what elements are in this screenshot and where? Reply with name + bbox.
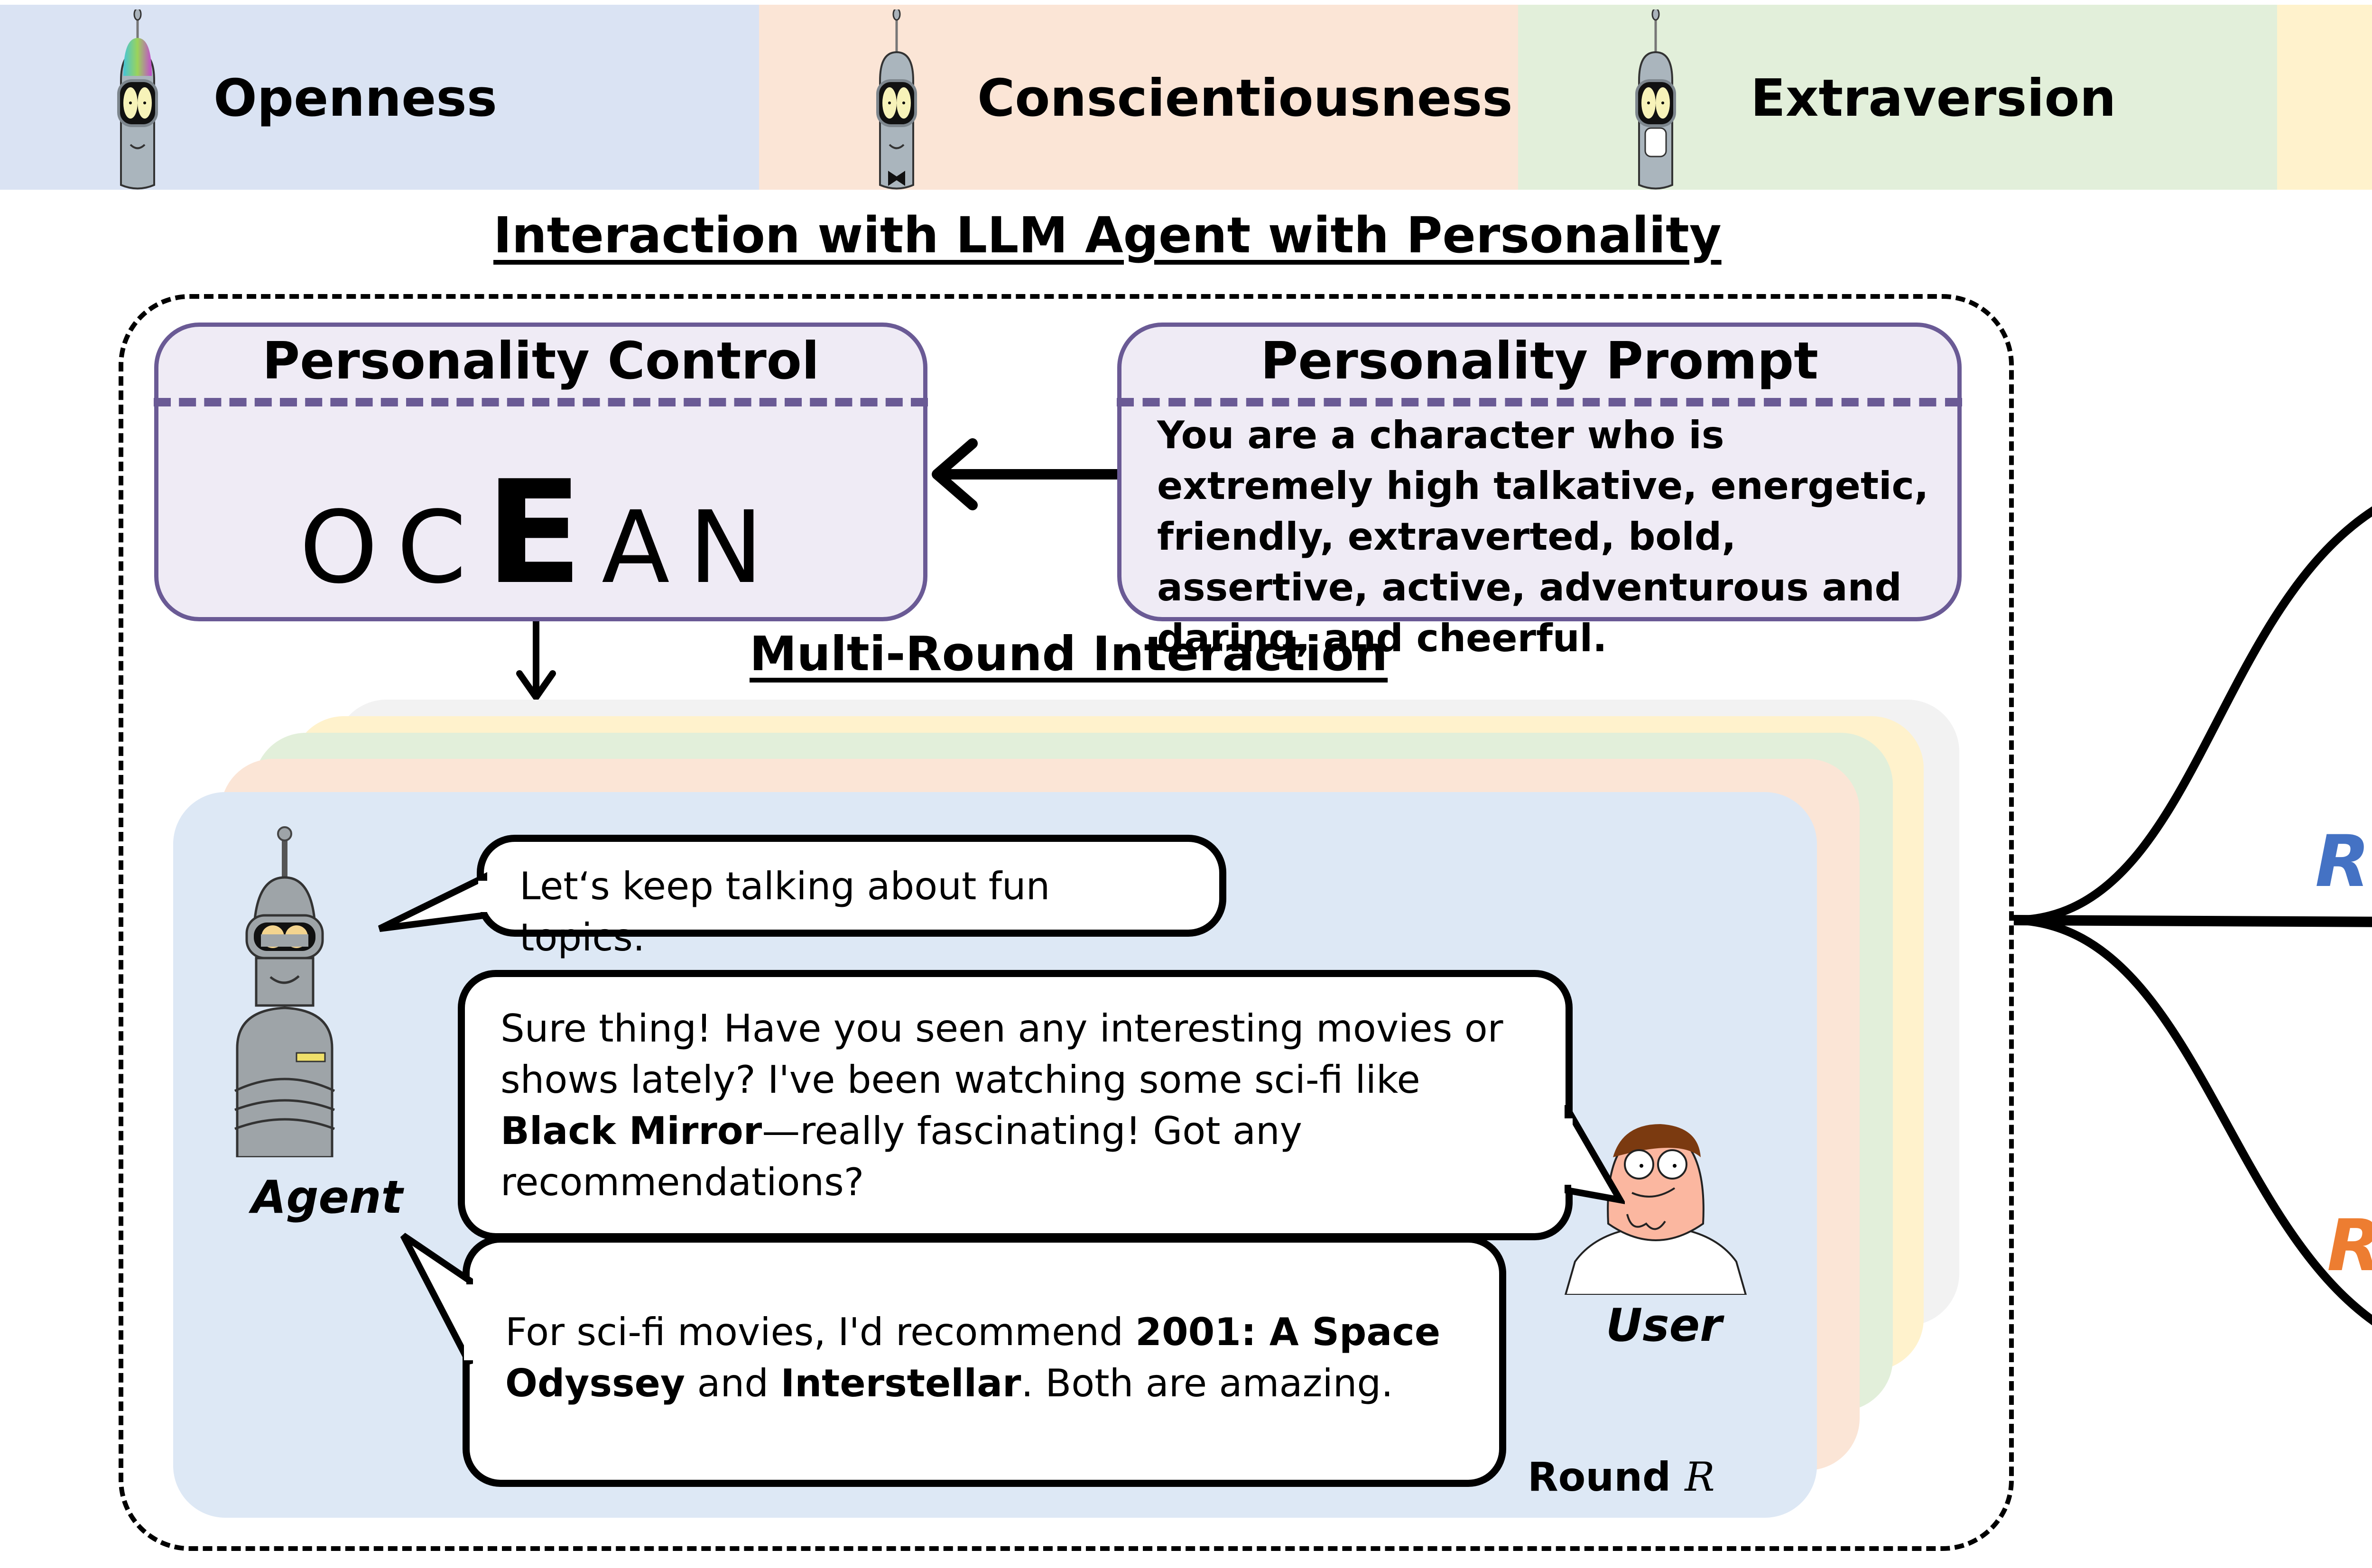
- personality-control-header: Personality Control: [262, 332, 820, 391]
- round-indicator: Round R: [1528, 1454, 1715, 1500]
- trait-letter-a: A: [602, 489, 689, 606]
- emphasized-title: 2001: A Space Odyssey: [505, 1310, 1441, 1405]
- round-variable: R: [1685, 1454, 1715, 1500]
- agent-robot-avatar: [234, 826, 335, 1157]
- message-text: For sci-fi movies, I'd recommend: [505, 1310, 1136, 1354]
- bubble-tail-user: [1563, 1105, 1625, 1204]
- personality-prompt-box: Personality Prompt You are a character w…: [1117, 323, 1962, 660]
- multi-round-title: Multi-Round Interaction: [750, 626, 1388, 682]
- personality-robot-icon: [117, 9, 158, 190]
- header-divider: [154, 398, 928, 406]
- personality-robot-icon: [876, 9, 917, 190]
- trait-panel-conscientiousness: Conscientiousness: [759, 5, 1518, 190]
- arrow-prompt-to-control: [932, 438, 1117, 510]
- personality-robot-icon: [1635, 9, 1676, 190]
- personality-prompt-text: You are a character who is extremely hig…: [1157, 413, 1929, 660]
- arrow-to-dataset-analysis: [2013, 506, 2372, 924]
- message-text: and: [685, 1361, 781, 1405]
- user-label: User: [1606, 1300, 1722, 1352]
- message-text: Sure thing! Have you seen any interestin…: [500, 1006, 1503, 1102]
- message-text: . Both are amazing.: [1021, 1361, 1393, 1405]
- personality-prompt-header: Personality Prompt: [1260, 332, 1818, 391]
- arrow-to-rq2: [2013, 916, 2372, 1326]
- interaction-section-title: Interaction with LLM Agent with Personal…: [493, 206, 1722, 264]
- trait-panel-openness: Openness: [0, 5, 759, 190]
- trait-label: Conscientiousness: [977, 69, 1513, 128]
- message-text: Let‘s keep talking about fun topics.: [519, 864, 1050, 959]
- trait-panel-extraversion: Extraversion: [1518, 5, 2277, 190]
- bubble-tail-agent-2: [400, 1233, 478, 1365]
- trait-panel-agreeableness: Agreeableness: [2277, 5, 2372, 190]
- personality-control-box: Personality Control OCEAN: [154, 323, 928, 621]
- interaction-container: [119, 294, 2014, 1551]
- user-message: Sure thing! Have you seen any interestin…: [458, 970, 1573, 1240]
- rq1-tag: RQ1: [2315, 821, 2372, 903]
- trait-letter-e: E: [485, 450, 602, 616]
- trait-label: Openness: [213, 69, 497, 128]
- arrow-control-to-rounds: [516, 621, 556, 703]
- emphasized-title: Black Mirror: [500, 1109, 762, 1153]
- agent-message-1: Let‘s keep talking about fun topics.: [477, 835, 1226, 959]
- emphasized-title: Interstellar: [780, 1361, 1021, 1405]
- user-avatar: [1564, 1124, 1747, 1295]
- trait-letter-c: C: [397, 489, 486, 606]
- bubble-tail-agent-1: [378, 872, 489, 932]
- ocean-trait-letters: OCEAN: [158, 450, 923, 616]
- rq2-tag: RQ2: [2327, 1205, 2372, 1287]
- trait-letter-n: N: [688, 489, 782, 606]
- agent-message-2: For sci-fi movies, I'd recommend 2001: A…: [463, 1236, 1506, 1487]
- trait-letter-o: O: [299, 489, 397, 606]
- arrow-to-rq1: [2013, 915, 2372, 927]
- agent-label: Agent: [251, 1171, 403, 1224]
- round-label: Round: [1528, 1454, 1671, 1500]
- message-text: —really fascinating! Got any recommendat…: [500, 1109, 1303, 1204]
- header-divider: [1117, 398, 1962, 406]
- trait-label: Extraversion: [1751, 69, 2116, 128]
